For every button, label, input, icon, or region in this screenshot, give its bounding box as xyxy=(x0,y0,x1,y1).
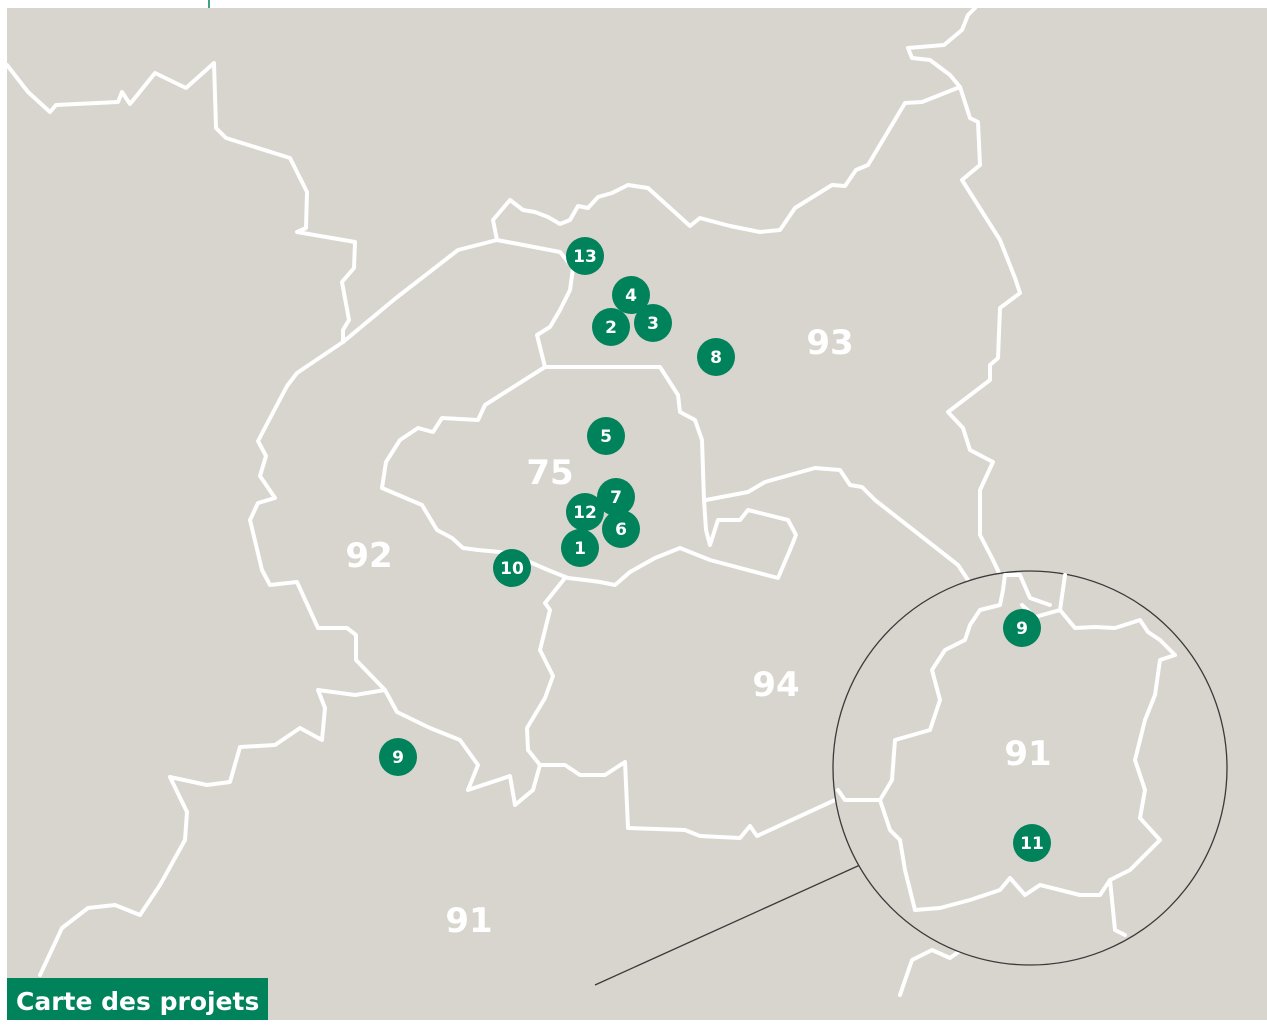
dept-label-91: 91 xyxy=(445,901,492,941)
project-pin-number: 9 xyxy=(1016,619,1028,639)
project-pin-marker xyxy=(493,549,531,587)
border-93-94 xyxy=(704,466,970,582)
project-pin-number: 13 xyxy=(573,247,597,267)
project-pin-number: 10 xyxy=(500,559,524,579)
project-pin[interactable]: 11 xyxy=(1013,824,1051,862)
project-pin-marker xyxy=(597,478,635,516)
project-pin-marker xyxy=(561,529,599,567)
project-pins: 13 4 3 2 8 5 7 6 xyxy=(379,237,1051,862)
project-pin[interactable]: 9 xyxy=(379,738,417,776)
inset-91 xyxy=(594,570,1228,986)
border-outer-west xyxy=(5,61,357,344)
border-75 xyxy=(380,365,798,587)
project-pin[interactable]: 3 xyxy=(634,304,672,342)
project-pin[interactable]: 5 xyxy=(587,417,625,455)
project-pin-number: 6 xyxy=(615,520,627,540)
project-pin-marker xyxy=(566,237,604,275)
dept-label-75: 75 xyxy=(526,453,573,493)
map-title: Carte des projets xyxy=(7,978,269,1020)
border-south-east xyxy=(898,943,970,997)
project-pin[interactable]: 7 xyxy=(597,478,635,516)
project-pin[interactable]: 1 xyxy=(561,529,599,567)
project-pin-marker xyxy=(592,308,630,346)
border-92-93 xyxy=(495,238,575,369)
project-pin-number: 8 xyxy=(710,348,722,368)
project-pin-marker xyxy=(612,276,650,314)
project-pin-marker xyxy=(379,738,417,776)
project-pin-marker xyxy=(566,493,604,531)
project-pin[interactable]: 13 xyxy=(566,237,604,275)
project-pin-number: 9 xyxy=(392,748,404,768)
department-labels: 93 75 92 94 91 91 xyxy=(345,323,1051,941)
border-95-93-north xyxy=(491,85,1022,577)
inset-outer-border-1 xyxy=(1001,573,1052,607)
project-pin[interactable]: 12 xyxy=(566,493,604,531)
project-pin-number: 4 xyxy=(625,286,637,306)
dept-label-92: 92 xyxy=(345,536,392,576)
project-pin-number: 7 xyxy=(610,488,622,508)
project-pin[interactable]: 6 xyxy=(602,510,640,548)
project-pin[interactable]: 8 xyxy=(697,338,735,376)
project-pin-marker xyxy=(697,338,735,376)
department-borders xyxy=(5,6,1022,997)
dept-label-91-inset: 91 xyxy=(1004,734,1051,774)
border-north-east xyxy=(906,6,977,89)
project-pin-marker xyxy=(602,510,640,548)
project-pin-number: 3 xyxy=(647,314,659,334)
border-92 xyxy=(248,238,567,807)
inset-leader-line xyxy=(594,864,861,986)
project-pin-number: 5 xyxy=(600,427,612,447)
border-91-west xyxy=(38,688,387,977)
project-pin-number: 12 xyxy=(573,503,597,523)
project-pin-number: 2 xyxy=(605,318,617,338)
inset-outer-border-3 xyxy=(1108,878,1127,937)
project-pin-marker xyxy=(587,417,625,455)
project-pin-marker xyxy=(634,304,672,342)
project-pin-number: 1 xyxy=(574,539,586,559)
project-pin-number: 11 xyxy=(1020,834,1044,854)
project-pin[interactable]: 9 xyxy=(1003,609,1041,647)
inset-91-outline xyxy=(878,588,1177,912)
border-94-south xyxy=(538,760,837,840)
dept-label-94: 94 xyxy=(752,665,799,705)
project-pin[interactable]: 4 xyxy=(612,276,650,314)
inset-outer-border-2 xyxy=(1058,573,1067,612)
inset-outer-border-4 xyxy=(836,788,882,802)
dept-label-93: 93 xyxy=(806,323,853,363)
project-pin[interactable]: 2 xyxy=(592,308,630,346)
project-pin-marker xyxy=(1013,824,1051,862)
project-pin[interactable]: 10 xyxy=(493,549,531,587)
project-pin-marker xyxy=(1003,609,1041,647)
